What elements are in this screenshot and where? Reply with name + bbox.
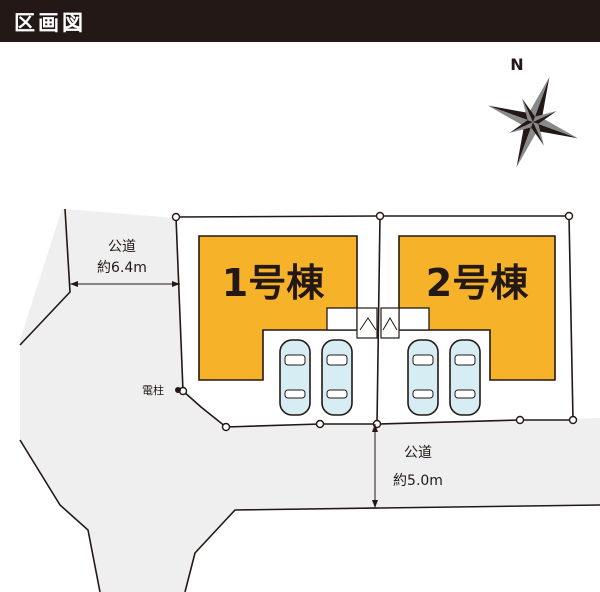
road-area xyxy=(20,209,600,592)
step-lot-1 xyxy=(356,307,378,339)
boundary-markers xyxy=(171,211,578,432)
utility-pole-label: 電柱 xyxy=(142,383,164,397)
header-bar: 区画図 xyxy=(0,0,600,42)
west-road-width: 約6.4m xyxy=(97,260,147,276)
lot-1-label: 1号棟 xyxy=(222,261,325,305)
compass-rose-icon xyxy=(487,76,579,168)
car-icon xyxy=(407,339,439,416)
site-plan: 1号棟 2号棟 xyxy=(19,55,600,592)
car-icon xyxy=(321,339,353,416)
road-corner-edge xyxy=(19,439,101,592)
lot-divider xyxy=(376,215,381,425)
arrow-head xyxy=(70,281,78,287)
west-road-name: 公道 xyxy=(108,239,136,255)
south-road-edge xyxy=(184,504,600,592)
lot-2-label: 2号棟 xyxy=(426,261,529,305)
arrow-head xyxy=(172,281,180,287)
arrow-head xyxy=(372,500,378,508)
utility-pole-icon xyxy=(175,387,181,393)
step-lot-2 xyxy=(380,307,400,339)
building-lot-1 xyxy=(198,235,358,381)
compass-north-label: N xyxy=(510,55,523,74)
car-icon xyxy=(279,339,311,416)
car-icon xyxy=(449,339,481,416)
step-marks xyxy=(359,317,377,331)
entrance-lot-2 xyxy=(398,307,430,331)
west-road-outer-edge xyxy=(19,208,71,346)
step-marks-2 xyxy=(382,317,398,331)
south-road-width: 約5.0m xyxy=(393,473,443,489)
arrow-head xyxy=(372,424,378,432)
entrance-lot-1 xyxy=(326,307,358,331)
south-road-name: 公道 xyxy=(404,445,432,461)
page-title: 区画図 xyxy=(14,10,86,35)
